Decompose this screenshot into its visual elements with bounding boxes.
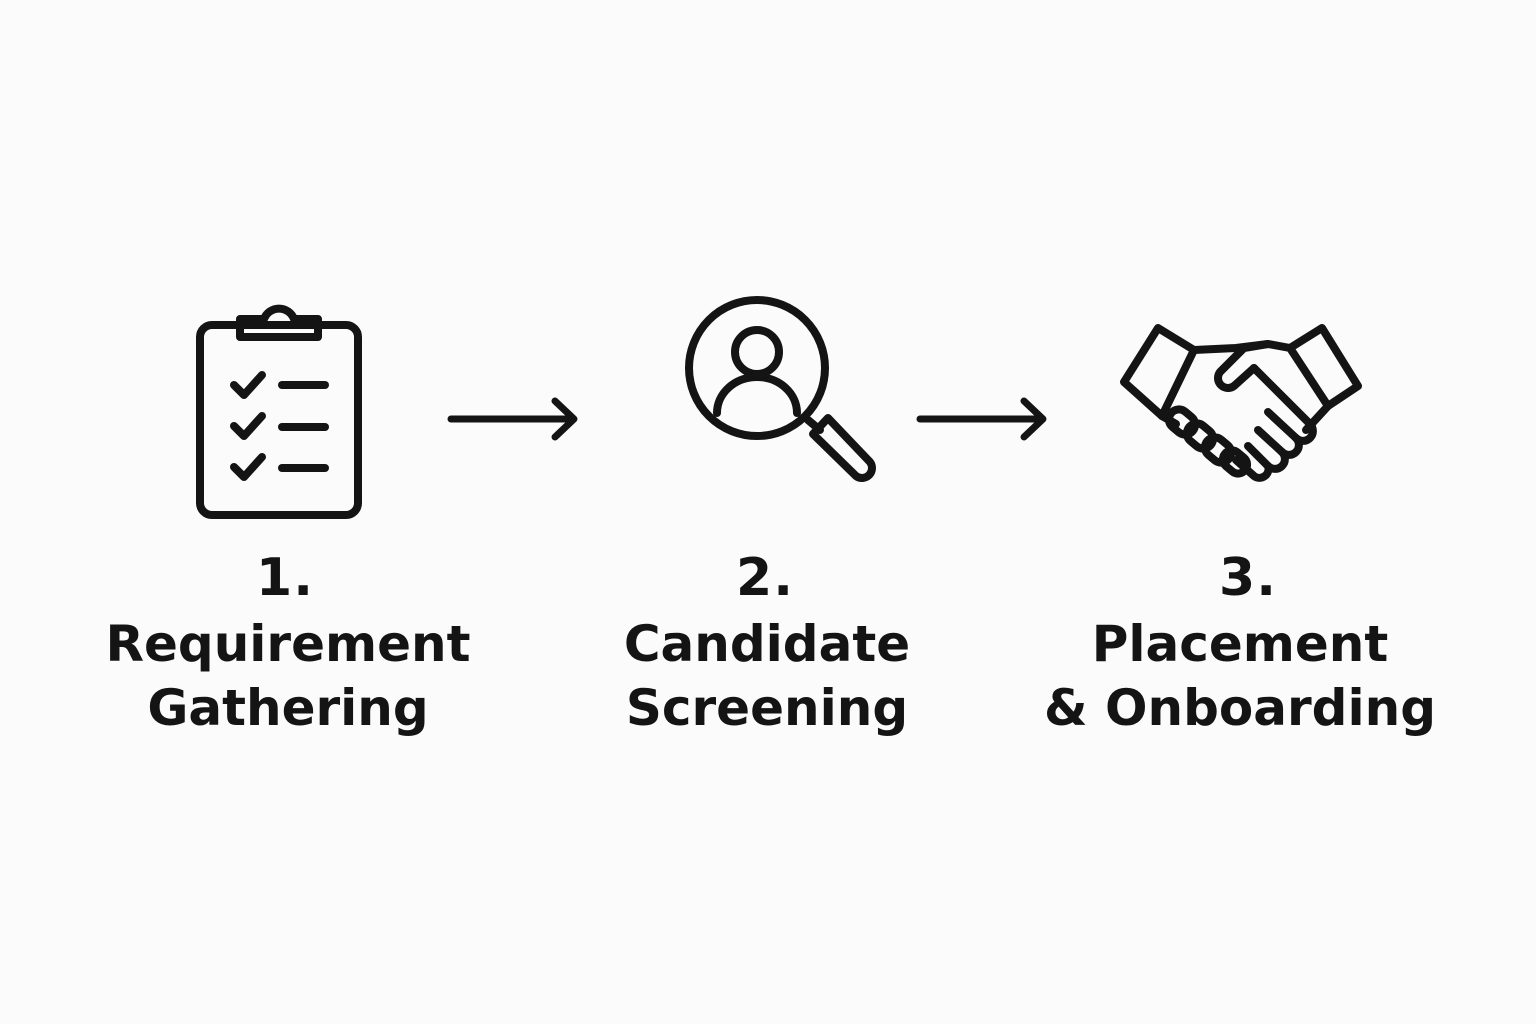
step-3-title: Placement & Onboarding: [1040, 612, 1440, 740]
step-1-title: Requirement Gathering: [88, 612, 488, 740]
arrow-right-icon: [916, 397, 1047, 441]
step-1-title-line-2: Gathering: [147, 679, 429, 737]
step-2-title-line-1: Candidate: [623, 615, 911, 673]
step-1-title-line-1: Requirement: [105, 615, 471, 673]
step-2-title-line-2: Screening: [625, 679, 909, 737]
arrow-right-icon: [447, 397, 578, 441]
clipboard-checklist-icon: [196, 304, 362, 519]
handshake-icon: [1120, 324, 1362, 482]
step-3-title-line-1: Placement: [1091, 615, 1389, 673]
magnifier-person-icon: [685, 296, 876, 482]
step-1-number: 1.: [256, 548, 314, 608]
step-3-number: 3.: [1219, 548, 1277, 608]
step-2-number: 2.: [736, 548, 794, 608]
step-2-title: Candidate Screening: [567, 612, 967, 740]
step-3-title-line-2: & Onboarding: [1044, 679, 1436, 737]
